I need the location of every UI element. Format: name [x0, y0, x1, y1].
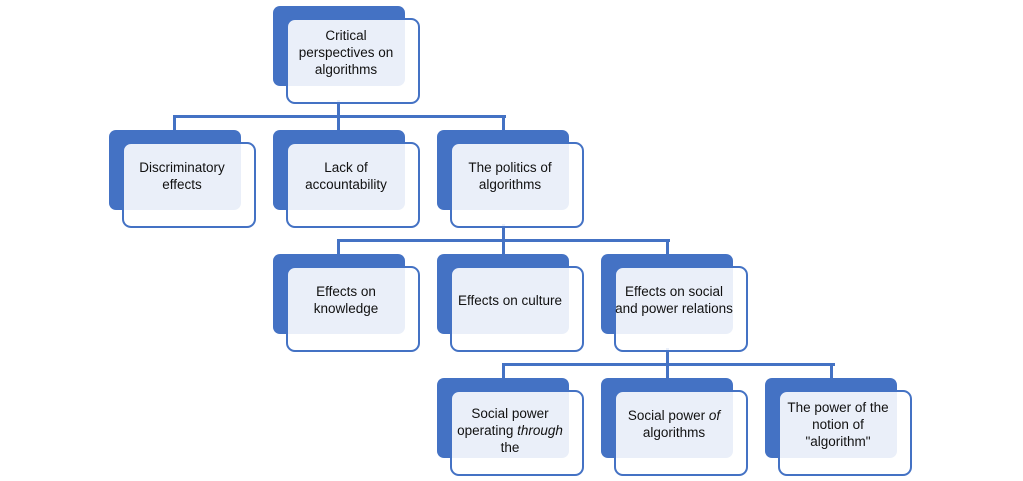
- connector: [502, 239, 505, 255]
- node-label: The power of the notion of "algorithm": [787, 399, 889, 449]
- connector: [337, 100, 340, 117]
- connector: [666, 348, 669, 365]
- connector: [173, 115, 176, 131]
- node-label: Effects on culture: [457, 292, 563, 308]
- node-label: The politics of algorithms: [468, 160, 552, 192]
- node-label: Discriminatory effects: [139, 160, 225, 192]
- node-label: Critical perspectives on algorithms: [298, 27, 394, 77]
- node-label: Effects on social and power relations: [615, 284, 733, 316]
- connector: [502, 363, 505, 379]
- node-effects-on-culture: Effects on culture: [437, 254, 585, 352]
- node-root: Critical perspectives on algorithms: [273, 6, 421, 104]
- connector: [830, 363, 833, 379]
- connector: [502, 115, 505, 131]
- connector: [502, 224, 505, 241]
- connector: [337, 239, 340, 255]
- node-effects-on-knowledge: Effects on knowledge: [273, 254, 421, 352]
- connector: [666, 239, 669, 255]
- node-label: Lack of accountability: [305, 160, 387, 192]
- connector: [666, 363, 669, 379]
- node-politics-of-algorithms: The politics of algorithms: [437, 130, 585, 228]
- node-discriminatory-effects: Discriminatory effects: [109, 130, 257, 228]
- connector: [337, 115, 340, 131]
- node-lack-of-accountability: Lack of accountability: [273, 130, 421, 228]
- node-power-of-notion: The power of the notion of "algorithm": [765, 378, 913, 476]
- node-label: Social power operating through the: [457, 406, 563, 455]
- node-social-power-through: Social power operating through the: [437, 378, 585, 476]
- node-social-power-of: Social power of algorithms: [601, 378, 749, 476]
- node-effects-on-social-relations: Effects on social and power relations: [601, 254, 749, 352]
- node-label: Effects on knowledge: [313, 284, 379, 316]
- node-label: Social power of algorithms: [627, 408, 721, 440]
